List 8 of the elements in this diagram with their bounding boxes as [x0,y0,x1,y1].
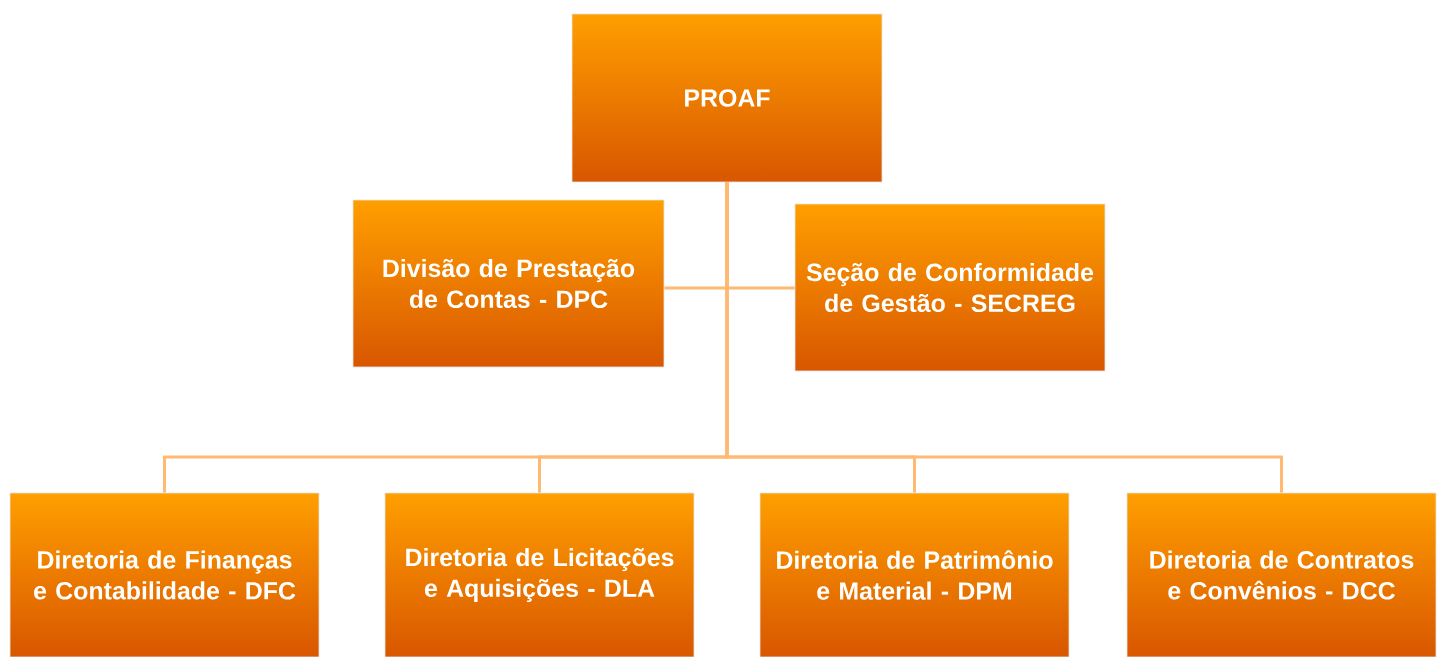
org-box: Diretoria de Patrimônio e Material - DPM [759,492,1070,657]
org-box: Divisão de Prestação de Contas - DPC [352,199,665,368]
org-box: Diretoria de Finanças e Contabilidade - DFC [9,492,320,657]
org-box: PROAF [571,13,883,183]
org-box: Seção de Conformidade de Gestão - SECREG [794,203,1106,372]
org-box: Diretoria de Contratos e Convênios - DCC [1126,492,1437,657]
org-box: Diretoria de Licitações e Aquisições - DLA [384,492,695,657]
connector-line [725,182,1283,493]
